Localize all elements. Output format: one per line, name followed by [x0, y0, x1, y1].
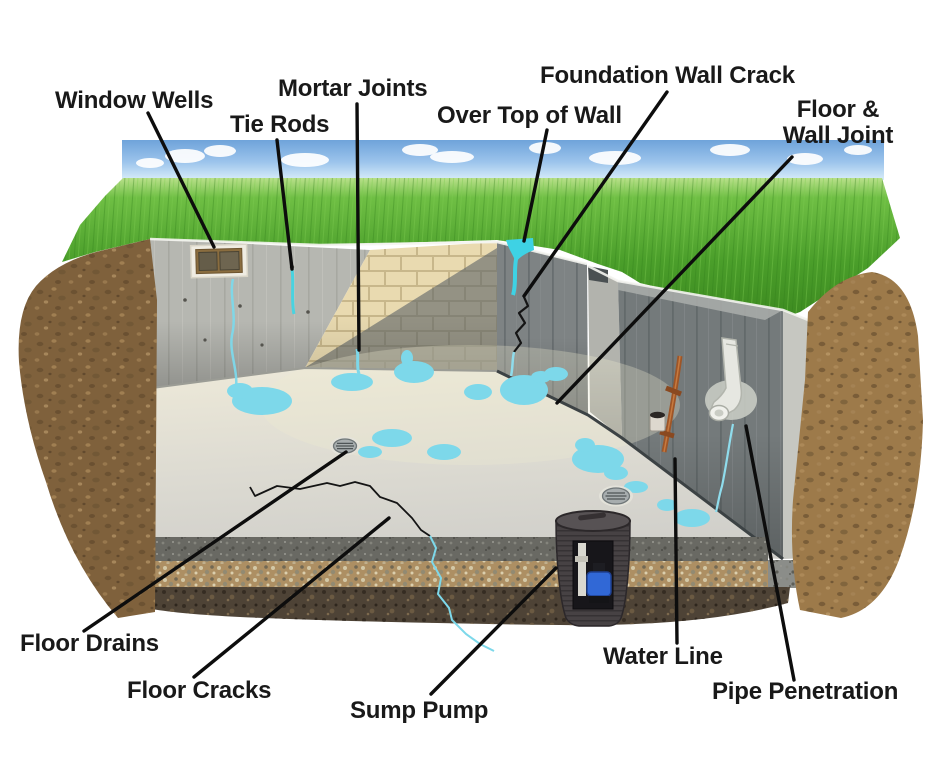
soil-cross-section-right — [791, 272, 923, 618]
window-well-leak — [230, 278, 238, 389]
leader-pipe-penetration — [744, 424, 796, 682]
leader-floor-cracks — [192, 516, 391, 679]
label-tie-rods: Tie Rods — [230, 111, 330, 138]
leader-sump-pump — [429, 566, 558, 696]
label-pipe-penetration: Pipe Penetration — [712, 678, 899, 705]
sump-lid-handle — [578, 512, 606, 521]
label-floor-drains: Floor Drains — [20, 630, 159, 657]
water-line-tank — [649, 411, 666, 432]
slab-edge-layer — [152, 537, 768, 562]
foundation-wall-crack — [509, 296, 530, 377]
label-foundation-wall-crack: Foundation Wall Crack — [540, 62, 795, 89]
block-wall — [305, 242, 497, 371]
over-top-of-wall-leak — [506, 238, 534, 296]
leader-foundation-wall-crack — [522, 90, 669, 298]
sky — [122, 140, 884, 180]
wall-step-recess — [588, 266, 608, 283]
pipe-penetration-pipe — [705, 337, 757, 422]
pipe-penetration-leak — [714, 423, 735, 513]
clouds — [136, 142, 872, 168]
tie-rod-leak — [290, 268, 296, 315]
water-puddles — [227, 350, 710, 527]
leader-mortar-joints — [355, 102, 361, 352]
floor-crack-water-trail — [429, 535, 495, 652]
floor-drain-2 — [599, 485, 633, 507]
label-window-wells: Window Wells — [55, 87, 214, 114]
label-over-top-of-wall: Over Top of Wall — [437, 102, 622, 129]
sump-pump-unit — [572, 540, 614, 610]
leader-floor-wall-joint — [555, 155, 794, 405]
leader-over-top-of-wall — [522, 128, 549, 243]
label-floor-cracks: Floor Cracks — [127, 677, 272, 704]
mortar-joint-leak — [355, 348, 361, 375]
grass-field — [62, 178, 900, 318]
leader-tie-rods — [275, 138, 294, 271]
leader-window-wells — [146, 111, 216, 249]
soil-cross-section-left — [18, 239, 157, 618]
leader-floor-drains — [82, 450, 348, 633]
label-mortar-joints: Mortar Joints — [278, 75, 428, 102]
right-foundation-wall — [618, 281, 808, 559]
sump-pump-basin — [555, 510, 631, 627]
floor-crack — [249, 481, 431, 537]
gravel-layer — [152, 560, 832, 588]
window-well — [189, 243, 249, 279]
leader-water-line — [673, 457, 679, 645]
subsoil-layer — [152, 587, 790, 626]
label-floor-wall-joint: Floor & Wall Joint — [782, 96, 894, 149]
floor-drain-1 — [330, 436, 360, 456]
label-water-line: Water Line — [603, 643, 723, 670]
water-line-pipe — [649, 355, 683, 453]
label-sump-pump: Sump Pump — [350, 697, 489, 724]
wall-top-highlight — [149, 237, 809, 322]
